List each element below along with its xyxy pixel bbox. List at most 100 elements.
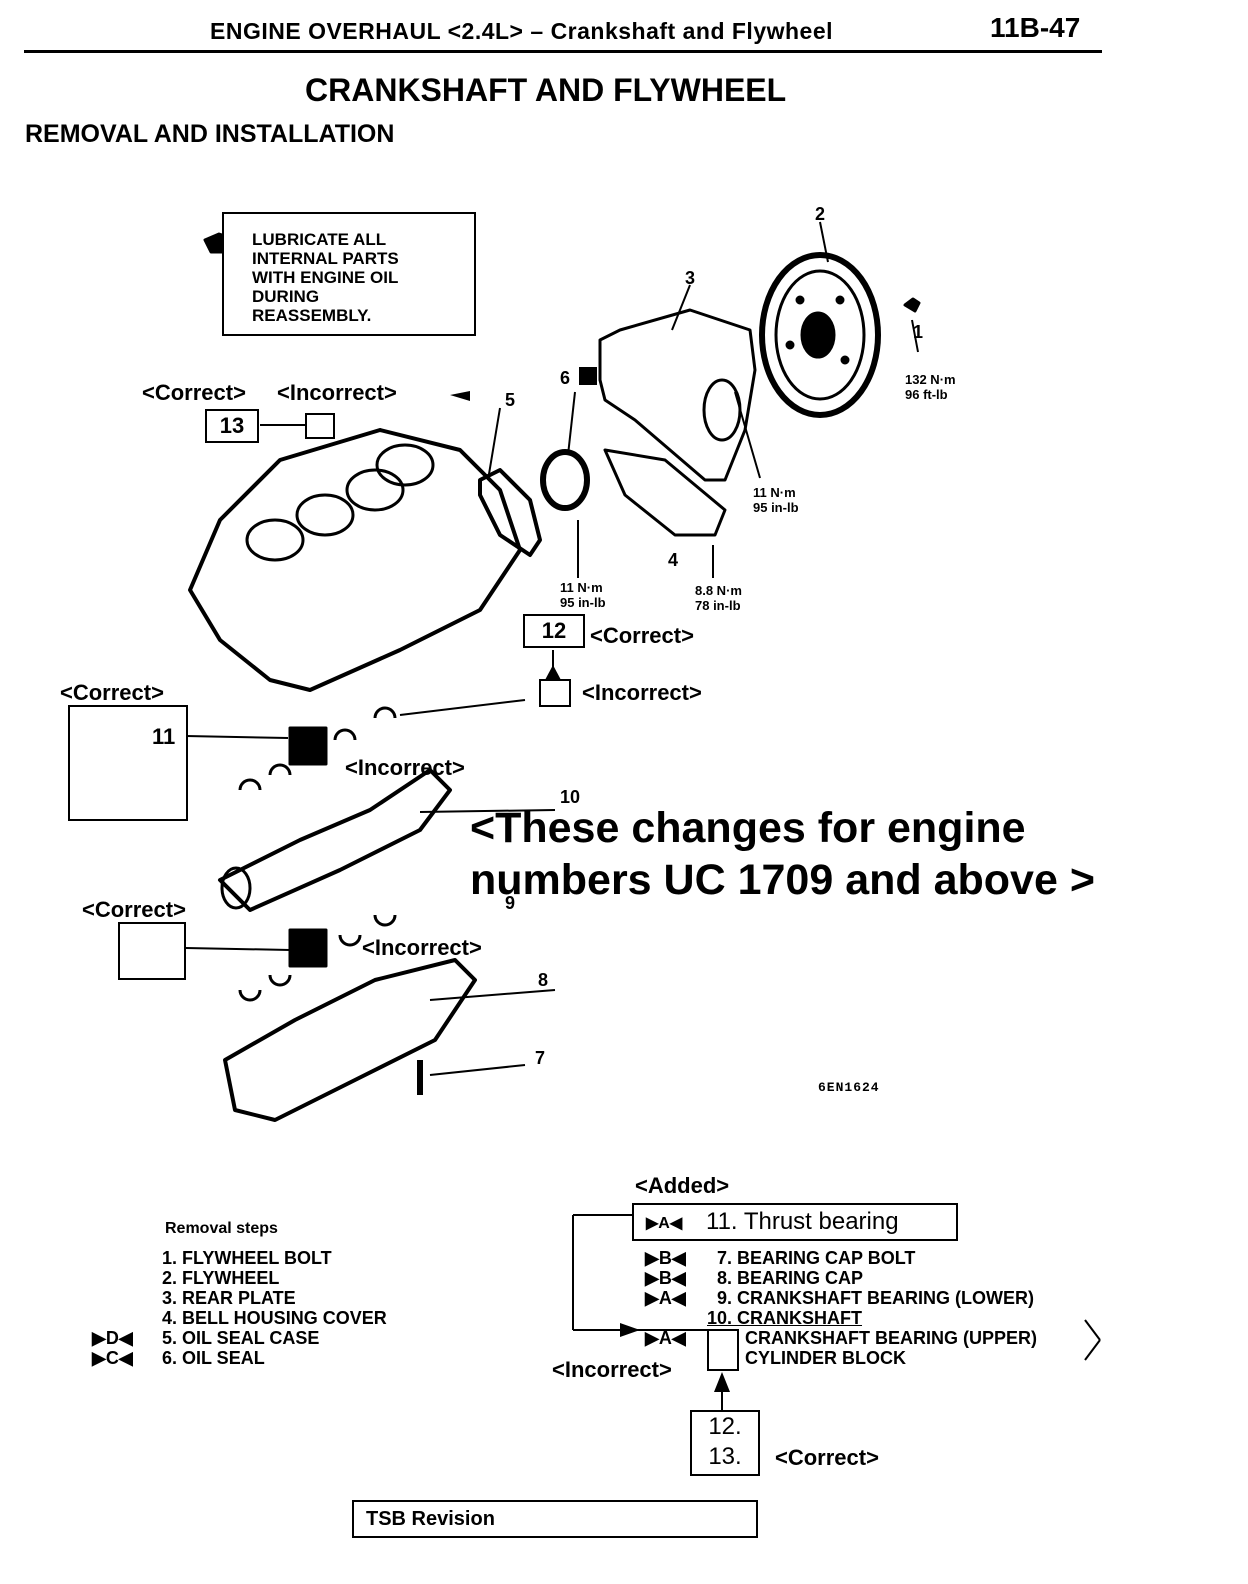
- page-number: 11B-47: [990, 12, 1081, 43]
- removal-steps-right: ▶B◀ 7. BEARING CAP BOLT ▶B◀ 8. BEARING CAP…: [645, 1248, 1037, 1368]
- torque-flywheel-bolt: 132 N·m 96 ft-lb: [905, 372, 956, 402]
- callout-3: 3: [685, 268, 696, 288]
- step-text: 9. CRANKSHAFT BEARING (LOWER): [717, 1288, 1034, 1308]
- incorrect-label: <Incorrect>: [345, 755, 465, 780]
- incorrect-label: <Incorrect>: [277, 380, 397, 405]
- step-text: 10. CRANKSHAFT: [707, 1308, 863, 1328]
- step-row: 4. BELL HOUSING COVER: [92, 1308, 387, 1328]
- step-mark: ▶D◀: [92, 1328, 133, 1348]
- added-step-box: ▶A◀ 11. Thrust bearing: [632, 1203, 958, 1241]
- lube-note-line: WITH ENGINE OIL: [252, 268, 399, 287]
- step-mark: ▶B◀: [645, 1268, 686, 1288]
- callout-8: 8: [538, 970, 549, 990]
- lube-note-line: DURING: [252, 287, 320, 306]
- step-mark: ▶C◀: [92, 1348, 133, 1368]
- correct-label: <Correct>: [775, 1445, 879, 1470]
- torque-nm: 132 N·m: [905, 372, 956, 387]
- step-mark: ▶B◀: [645, 1248, 686, 1268]
- torque-bell-housing-cover: 8.8 N·m 78 in-lb: [695, 583, 742, 613]
- correct-steps-box: 12. 13.: [690, 1410, 760, 1476]
- crankshaft-shape: [218, 768, 452, 912]
- step-mark: ▶A◀: [646, 1215, 683, 1232]
- engine-note-line: <These changes for engine: [470, 804, 1026, 852]
- figure-code: 6EN1624: [818, 1080, 880, 1095]
- step-row: ▶C◀ 6. OIL SEAL: [92, 1348, 387, 1368]
- step-text: 4. BELL HOUSING COVER: [162, 1308, 387, 1328]
- callout-10: 10: [560, 787, 581, 807]
- engine-note-line: numbers UC 1709 and above >: [470, 856, 1095, 904]
- section-title: REMOVAL AND INSTALLATION: [25, 120, 395, 148]
- step-mark: ▶A◀: [645, 1288, 686, 1308]
- callout-1: 1: [913, 322, 924, 342]
- torque-ftlb: 96 ft-lb: [905, 387, 948, 402]
- tsb-revision-label: TSB Revision: [366, 1508, 495, 1530]
- callout-4: 4: [668, 550, 679, 570]
- step-text: CYLINDER BLOCK: [745, 1348, 906, 1368]
- flywheel-bolt-shape: [903, 297, 921, 313]
- step-row: ▶D◀ 5. OIL SEAL CASE: [92, 1328, 387, 1348]
- step-mark: ▶A◀: [645, 1328, 686, 1348]
- torque-nm: 11 N·m: [560, 580, 603, 595]
- callout-number: 13: [219, 413, 245, 438]
- torque-inlb: 78 in-lb: [695, 598, 741, 613]
- step-text: 5. OIL SEAL CASE: [162, 1328, 320, 1348]
- step-text: 11. Thrust bearing: [706, 1208, 899, 1235]
- correct-bearing-box: [118, 922, 186, 980]
- callout-6: 6: [560, 368, 571, 388]
- step-text: 2. FLYWHEEL: [162, 1268, 280, 1288]
- correct-label: <Correct>: [142, 380, 246, 405]
- callout-number: 12: [541, 618, 567, 643]
- lube-note-box: LUBRICATE ALL INTERNAL PARTS WITH ENGINE…: [222, 212, 476, 336]
- oil-seal-shape: [540, 449, 590, 511]
- header-title: ENGINE OVERHAUL <2.4L> – Crankshaft and …: [210, 18, 834, 44]
- step-row: ▶B◀ 7. BEARING CAP BOLT: [645, 1248, 1037, 1268]
- correct-label: <Correct>: [590, 623, 694, 648]
- callout-2: 2: [815, 204, 826, 224]
- added-label: <Added>: [635, 1173, 730, 1198]
- torque-inlb: 95 in-lb: [560, 595, 606, 610]
- callout-11: 11: [152, 724, 176, 749]
- step-row: ▶B◀ 8. BEARING CAP: [645, 1268, 1037, 1288]
- removal-steps-left: 1. FLYWHEEL BOLT 2. FLYWHEEL 3. REAR PLA…: [92, 1248, 387, 1368]
- torque-inlb: 95 in-lb: [753, 500, 799, 515]
- step-row: CYLINDER BLOCK: [645, 1348, 1037, 1368]
- step-text: 1. FLYWHEEL BOLT: [162, 1248, 332, 1268]
- bearing-cap-shape: [223, 958, 477, 1122]
- incorrect-label: <Incorrect>: [582, 680, 702, 705]
- step-row: 1. FLYWHEEL BOLT: [92, 1248, 387, 1268]
- step-text: 8. BEARING CAP: [717, 1268, 864, 1288]
- oil-seal-case-shape: [478, 468, 542, 557]
- lube-note-line: LUBRICATE ALL: [252, 230, 387, 249]
- callout-9: 9: [505, 893, 516, 913]
- lube-note-line: REASSEMBLY.: [252, 306, 372, 325]
- flywheel-shape: [759, 252, 881, 418]
- incorrect-label: <Incorrect>: [362, 935, 482, 960]
- page-title: CRANKSHAFT AND FLYWHEEL: [305, 72, 787, 108]
- torque-oil-seal-case: 11 N·m 95 in-lb: [560, 580, 606, 610]
- torque-rear-plate: 11 N·m 95 in-lb: [753, 485, 799, 515]
- correct-bearing-box: [68, 705, 188, 821]
- correct-label: <Correct>: [82, 897, 186, 922]
- lube-note-line: INTERNAL PARTS: [252, 249, 399, 268]
- callout-box-12: 12: [523, 614, 585, 648]
- step-row: 3. REAR PLATE: [92, 1288, 387, 1308]
- correct-step-number: 12.: [708, 1413, 742, 1440]
- torque-nm: 8.8 N·m: [695, 583, 742, 598]
- step-text: CRANKSHAFT BEARING (UPPER): [745, 1328, 1037, 1348]
- cylinder-block-shape: [188, 428, 522, 692]
- callout-5: 5: [505, 390, 516, 410]
- step-row: 2. FLYWHEEL: [92, 1268, 387, 1288]
- correct-step-number: 13.: [708, 1443, 742, 1470]
- callout-box-13: 13: [205, 409, 259, 443]
- incorrect-label: <Incorrect>: [552, 1357, 672, 1382]
- removal-steps-heading: Removal steps: [165, 1220, 278, 1237]
- step-row: ▶A◀ 9. CRANKSHAFT BEARING (LOWER): [645, 1288, 1037, 1308]
- step-text: 7. BEARING CAP BOLT: [717, 1248, 916, 1268]
- bell-housing-cover-shape: [603, 448, 727, 537]
- torque-nm: 11 N·m: [753, 485, 796, 500]
- tsb-revision-box: TSB Revision: [352, 1500, 758, 1538]
- engine-change-note: <These changes for engine numbers UC 170…: [470, 802, 1095, 906]
- step-row: ▶A◀ CRANKSHAFT BEARING (UPPER): [645, 1328, 1037, 1348]
- step-text: 3. REAR PLATE: [162, 1288, 296, 1308]
- step-text: 6. OIL SEAL: [162, 1348, 265, 1368]
